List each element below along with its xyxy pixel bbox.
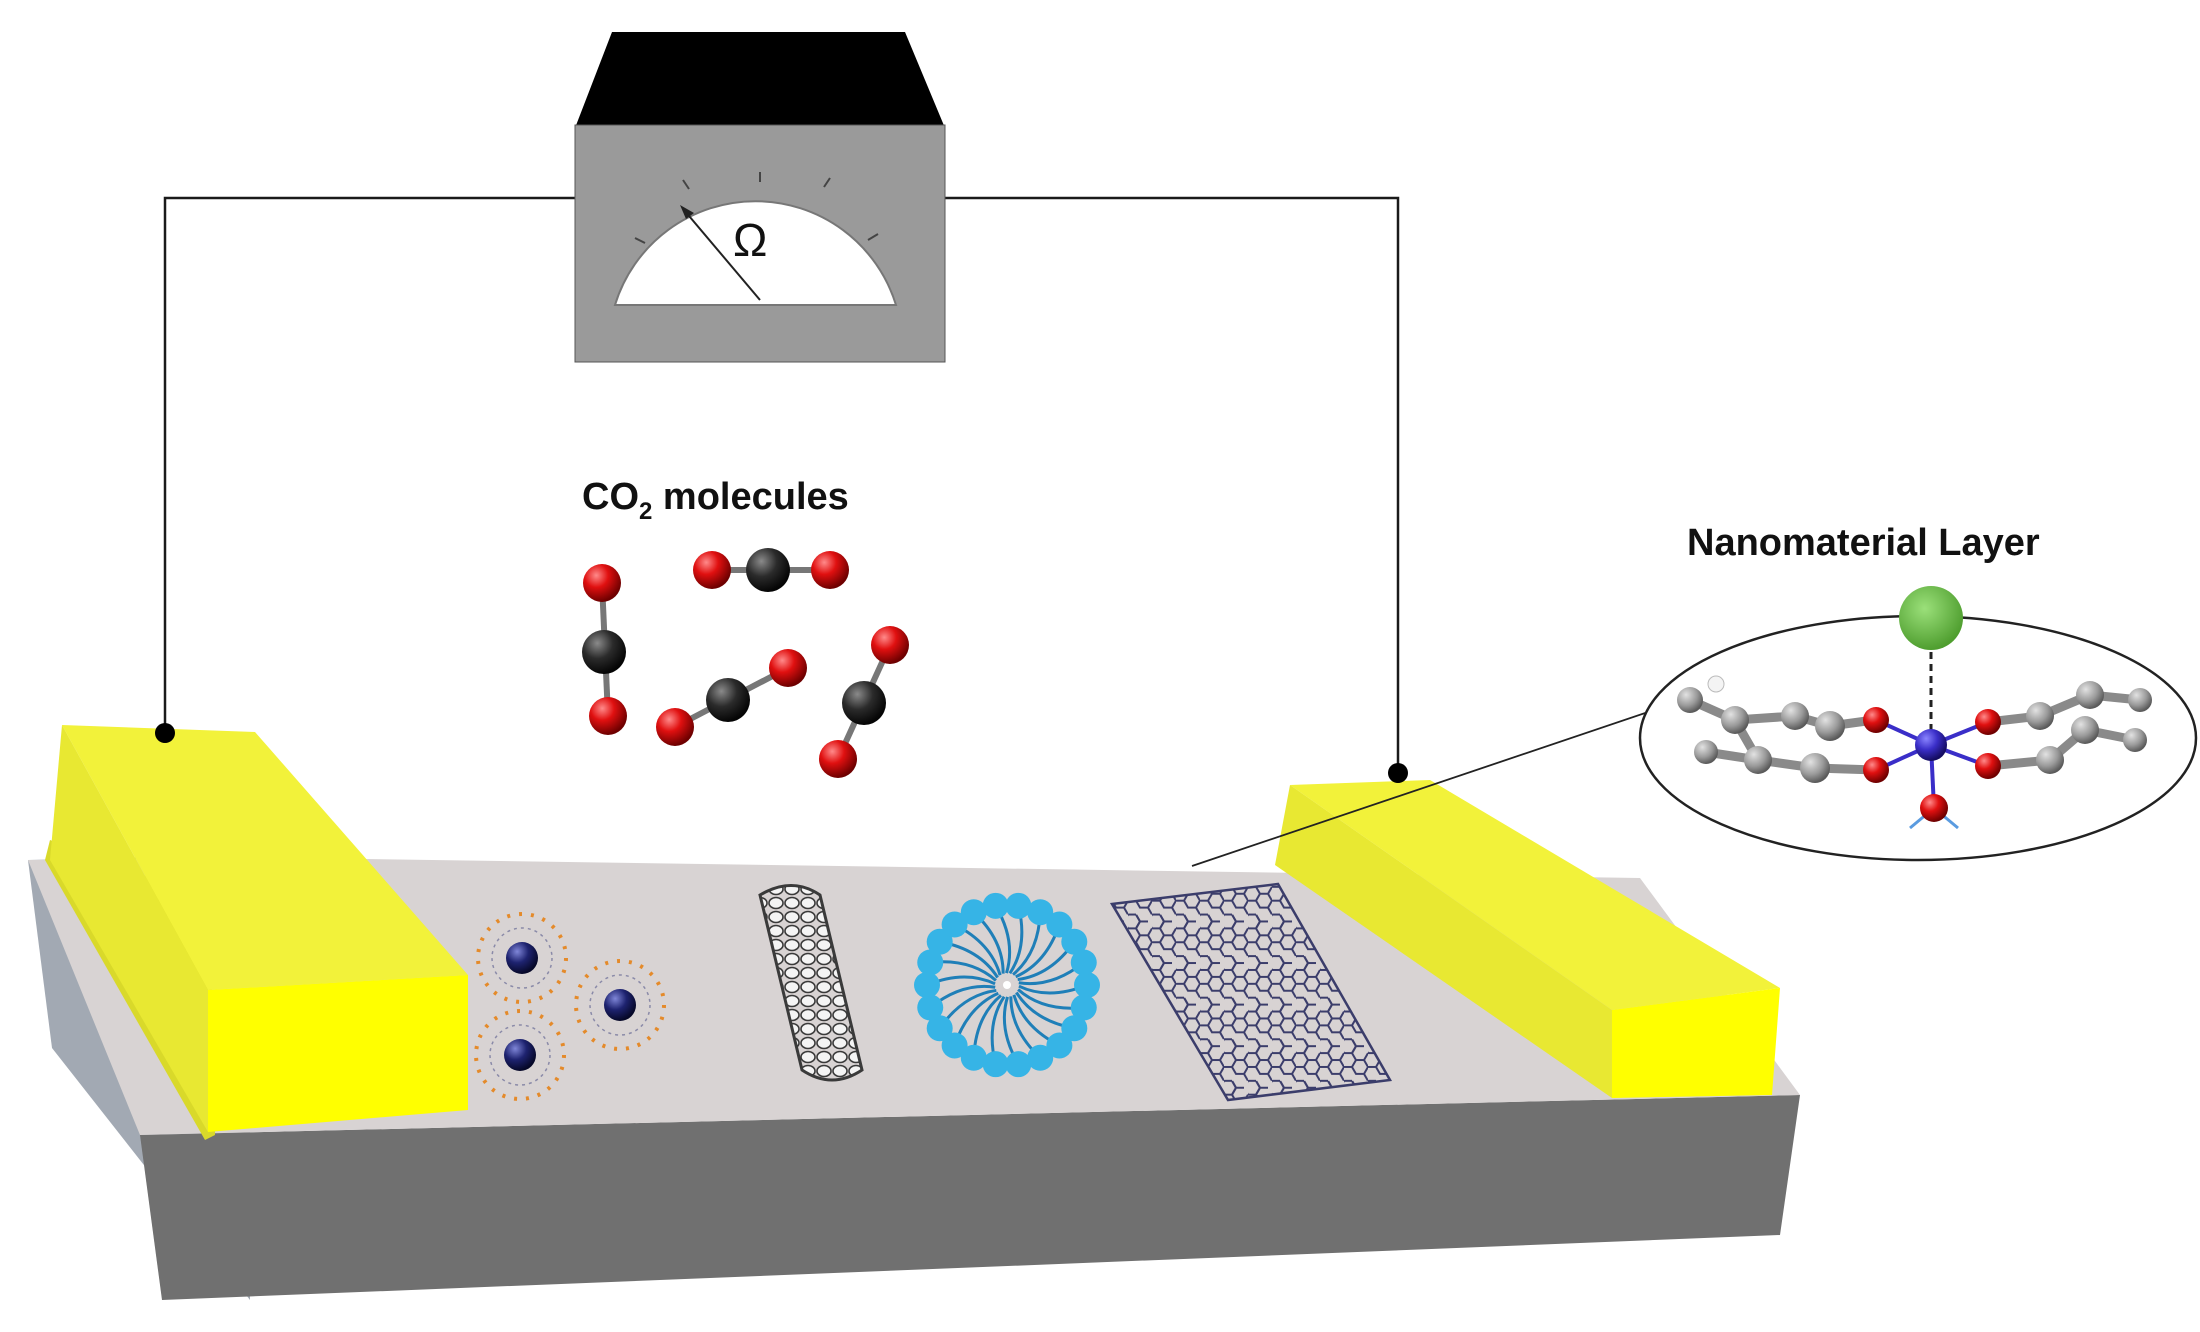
right-wire (925, 196, 1400, 773)
ohmmeter-needle (683, 209, 761, 301)
surfactant-head (1070, 994, 1097, 1021)
nanoparticle (474, 1009, 566, 1101)
metal-center-atom (1915, 729, 1947, 761)
ohm-symbol: Ω (733, 214, 767, 266)
micelle (914, 892, 1100, 1078)
surfactant-head (1061, 1015, 1088, 1042)
adsorbate-atom (1899, 586, 1963, 650)
left-electrode-front-face (208, 975, 468, 1132)
surfactant-head (1005, 1051, 1032, 1078)
left-electrode (45, 725, 468, 1140)
left-electrode-top (62, 725, 468, 990)
surfactant-head (941, 1032, 968, 1059)
surfactant-head (1074, 972, 1100, 998)
nanomaterial-layer-label: Nanomaterial Layer (1687, 522, 2040, 564)
surfactant-head (960, 899, 987, 926)
right-electrode-top (1290, 780, 1780, 1010)
substrate-front-face (140, 1095, 1800, 1300)
surfactant-head (1070, 949, 1097, 976)
surfactant-head (1061, 928, 1088, 955)
surfactant-head (926, 1015, 953, 1042)
ohmmeter: Ω (574, 32, 946, 363)
co2-label: CO2 molecules (582, 476, 849, 525)
surfactant-head (914, 972, 940, 998)
nanoparticle (574, 959, 666, 1051)
surfactant-head (1046, 1032, 1073, 1059)
surfactant-head (1027, 1044, 1054, 1071)
co2-molecule (582, 564, 627, 735)
co2-molecules (582, 548, 909, 778)
callout-line (1191, 707, 1661, 867)
nanoparticles (474, 912, 666, 1101)
surfactant-head (917, 994, 944, 1021)
surfactant-head (941, 911, 968, 938)
right-electrode-side (1275, 785, 1612, 1098)
surfactant-head (1027, 899, 1054, 926)
surfactant-head (982, 892, 1009, 919)
co2-molecule (656, 649, 807, 746)
ohmmeter-dial (613, 200, 898, 306)
right-contact-dot (1388, 763, 1408, 783)
surfactant-head (926, 928, 953, 955)
right-electrode (1275, 780, 1780, 1098)
left-electrode-front (50, 725, 208, 1132)
ohmmeter-top (575, 32, 945, 128)
surfactant-head (982, 1051, 1009, 1078)
left-wire (163, 196, 575, 733)
micelle-core (1003, 981, 1011, 989)
surfactant-head (1005, 892, 1032, 919)
co2-molecule (693, 548, 849, 592)
right-electrode-front-face (1612, 988, 1780, 1098)
co2-molecule (819, 626, 909, 778)
nanoparticle (476, 912, 568, 1004)
surfactant-head (1046, 911, 1073, 938)
circuit-wires (163, 196, 1400, 773)
molecular-zoom (1638, 586, 2198, 862)
left-contact-dot (155, 723, 175, 743)
surfactant-head (960, 1044, 987, 1071)
surfactant-head (917, 949, 944, 976)
